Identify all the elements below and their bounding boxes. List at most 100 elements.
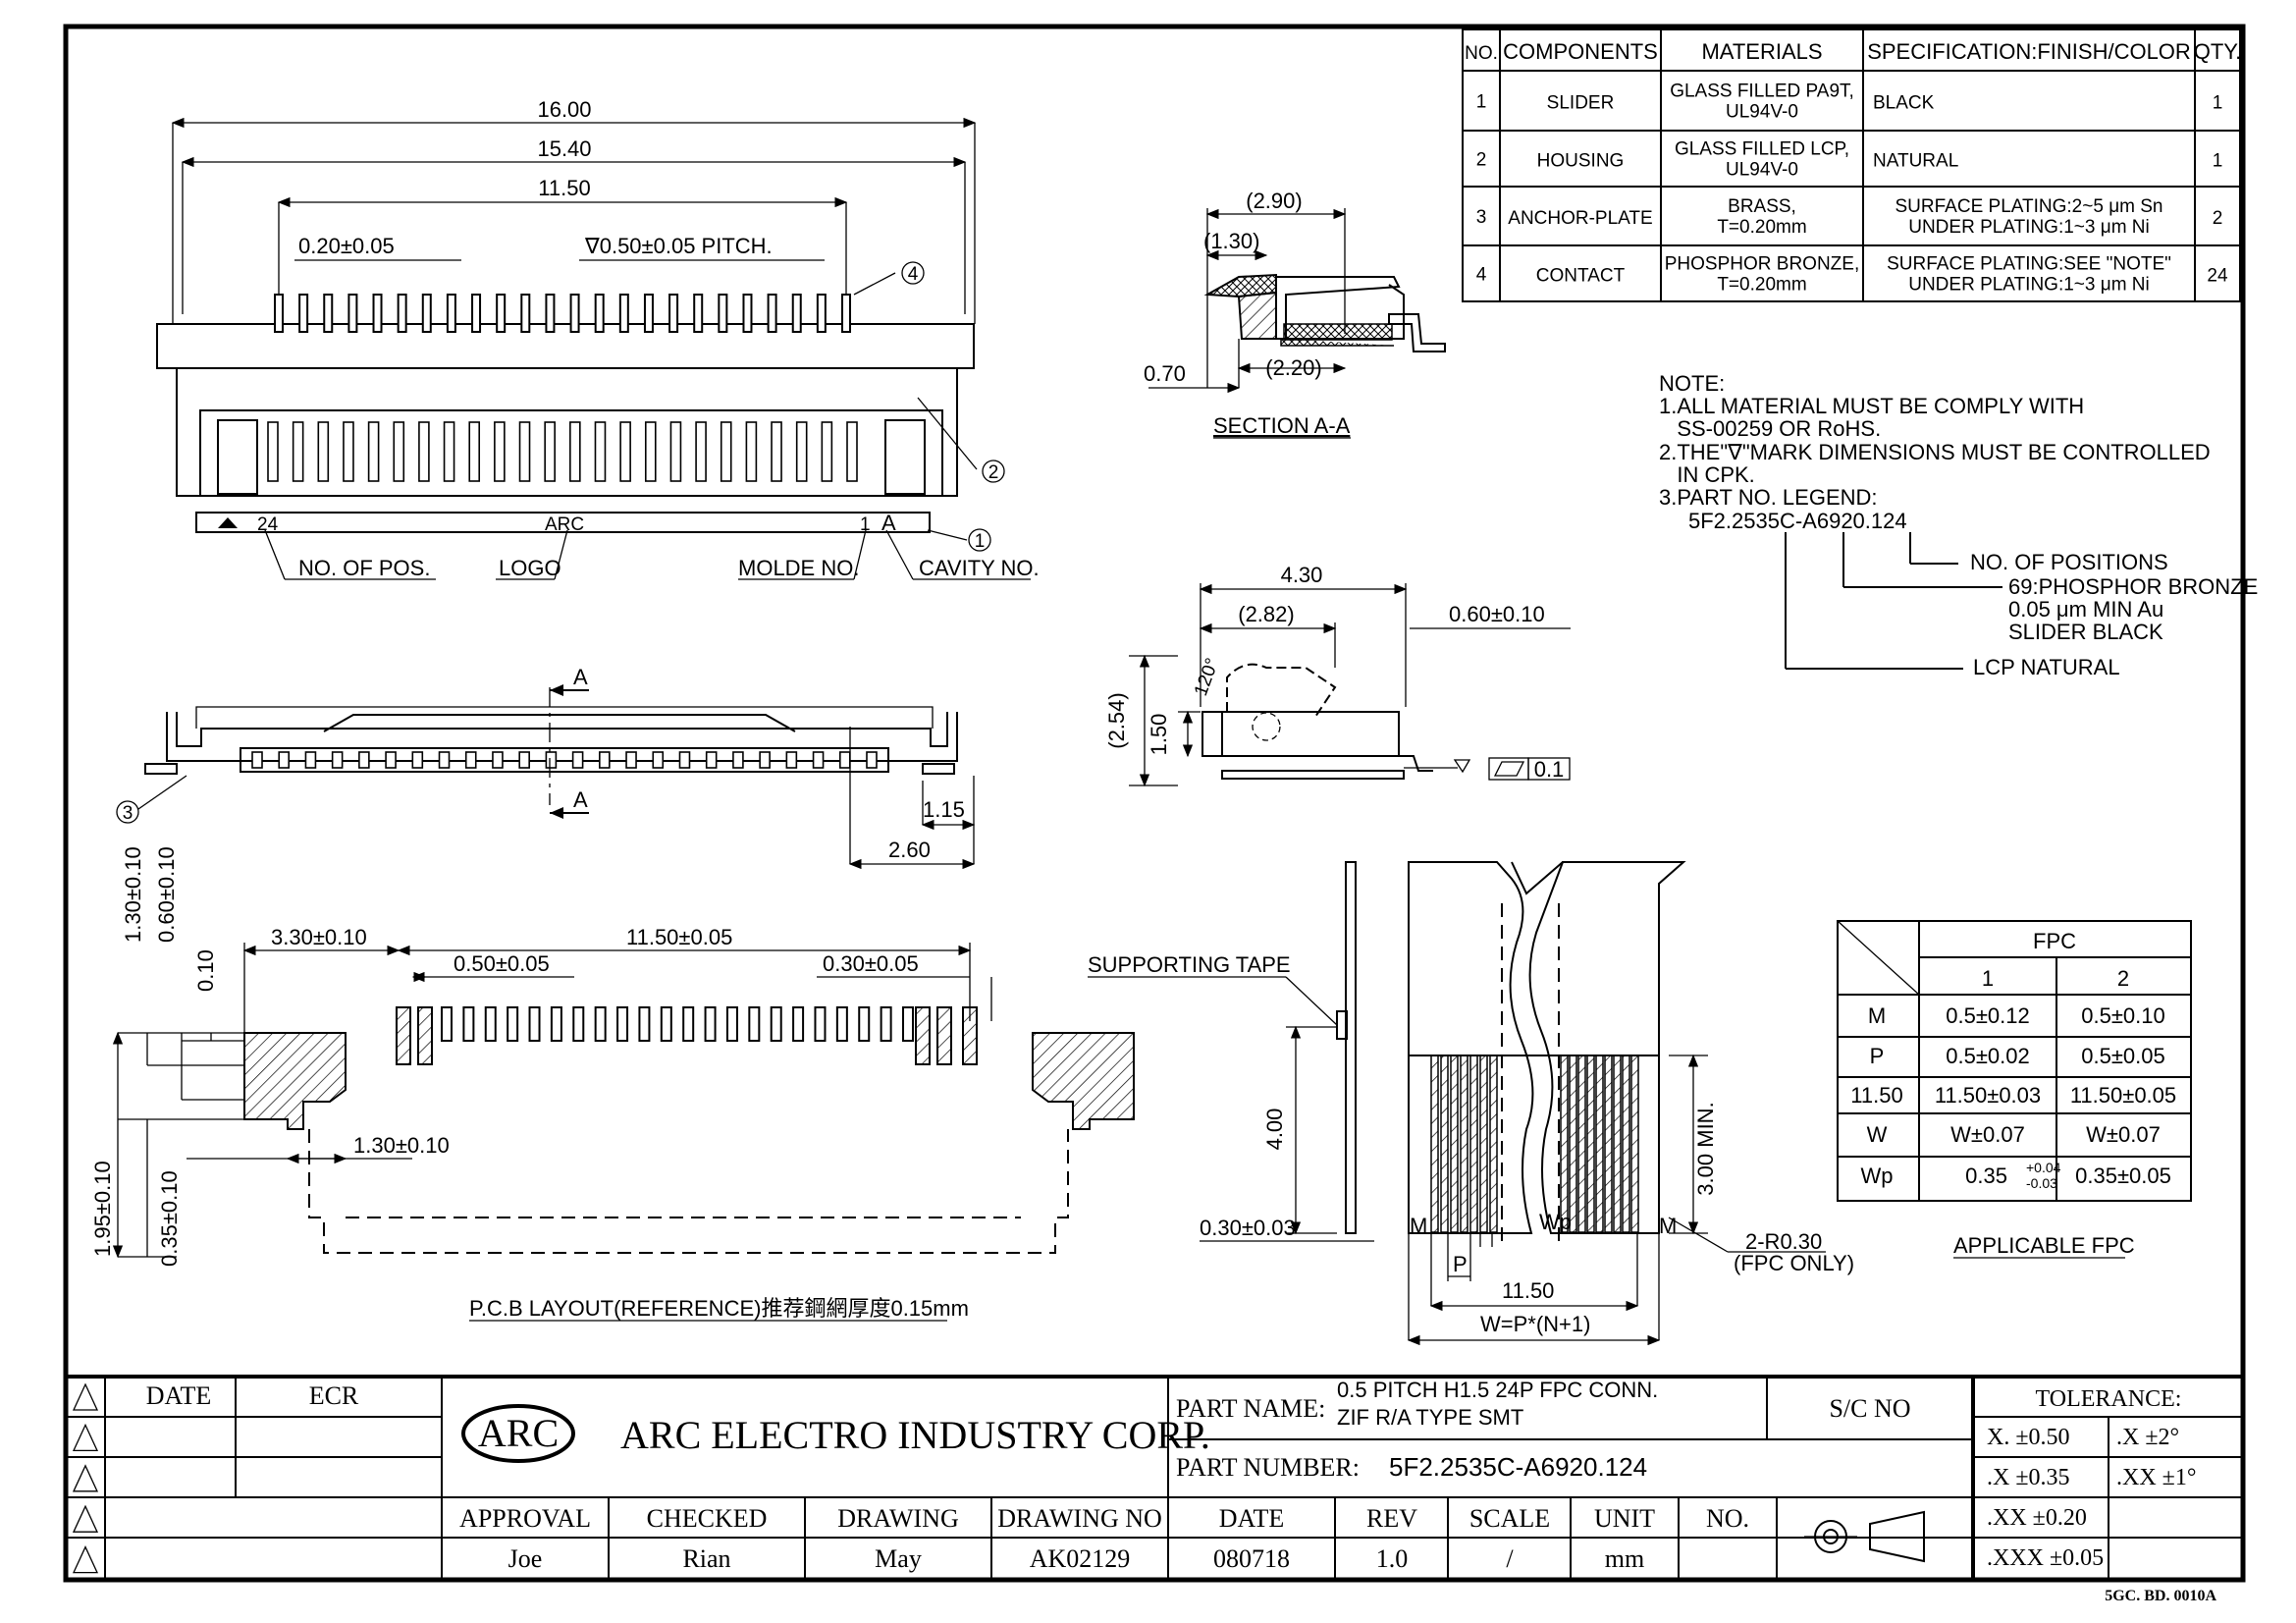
front-contact <box>251 751 263 769</box>
revision-triangle-icon <box>72 1423 99 1452</box>
pcb-pad <box>748 1006 761 1042</box>
contact-pin <box>693 294 704 333</box>
section-mark-bottom: A <box>573 787 588 812</box>
fpc-finger <box>1440 1055 1449 1233</box>
housing-teeth <box>267 421 858 482</box>
front-contact <box>464 751 477 769</box>
bom-cell-spec: SURFACE PLATING:SEE "NOTE" <box>1887 254 2171 275</box>
contact-pin <box>496 294 507 333</box>
front-contact <box>411 751 424 769</box>
dim-0-35-v: 0.35±0.10 <box>157 1170 182 1267</box>
fpc-finger <box>1489 1055 1498 1233</box>
dim-0-20: 0.20±0.05 <box>298 234 395 258</box>
housing-slot <box>720 421 732 482</box>
part-number-label: PART NUMBER: <box>1176 1453 1360 1482</box>
bom-cell-no: 4 <box>1476 265 1487 286</box>
bom-header-no: NO. <box>1465 43 1498 64</box>
dim-1-50: 1.50 <box>1147 714 1171 756</box>
dim-11-50-fpc: 11.50 <box>1502 1278 1554 1303</box>
front-contact <box>838 751 851 769</box>
pcb-pad <box>880 1006 892 1042</box>
fpc-finger <box>1560 1055 1569 1233</box>
dim-16: 16.00 <box>537 97 591 122</box>
pcb-pad <box>660 1006 672 1042</box>
dim-2-60: 2.60 <box>888 838 931 862</box>
housing-slot <box>569 421 581 482</box>
contact-pin <box>323 294 334 333</box>
front-contact <box>652 751 665 769</box>
pcb-pad <box>814 1006 827 1042</box>
pcb-pad <box>441 1006 453 1042</box>
bom-cell-component: HOUSING <box>1537 151 1625 172</box>
pcb-pads <box>396 1006 978 1065</box>
fpc-row-c2: 0.5±0.10 <box>2081 1003 2164 1028</box>
dim-fpc-only: (FPC ONLY) <box>1734 1251 1854 1275</box>
bom-cell-material: T=0.20mm <box>1717 217 1806 238</box>
fpc-finger <box>1469 1055 1478 1233</box>
contact-pin <box>718 294 728 333</box>
fpc-finger <box>1460 1055 1468 1233</box>
contact-pin <box>372 294 383 333</box>
label-no-of-pos: NO. OF POS. <box>298 556 430 580</box>
section-view: (2.90) (1.30) (2.20) 0.70 SECTION A-A <box>1144 189 1446 439</box>
housing-slot <box>267 421 279 482</box>
bom-cell-spec: BLACK <box>1873 93 1935 114</box>
front-view: A A 3 1.15 2.60 <box>116 665 976 870</box>
section-caption: SECTION A-A <box>1213 413 1351 438</box>
bom-cell-material: PHOSPHOR BRONZE, <box>1665 254 1859 275</box>
balloon-3: 3 <box>123 803 133 824</box>
pcb-pad <box>616 1006 629 1042</box>
revision-triangle-icon <box>72 1382 99 1411</box>
rev-header-ecr: ECR <box>309 1381 359 1410</box>
contact-pin <box>569 294 580 333</box>
front-contact <box>705 751 718 769</box>
fpc-row-c1: 0.5±0.12 <box>1946 1003 2029 1028</box>
bom-cell-spec: UNDER PLATING:1~3 μm Ni <box>1908 275 2150 296</box>
fpc-row-label: W <box>1867 1122 1888 1147</box>
fpc-drawing: SUPPORTING TAPE 4.00 0.30±0.03 3.00 MIN.… <box>1088 861 1854 1346</box>
contact-pin <box>668 294 679 333</box>
dim-m-left: M <box>1410 1214 1427 1238</box>
label-molde-no: MOLDE NO. <box>738 556 859 580</box>
tb-value: May <box>875 1544 922 1573</box>
fpc-table-header: FPC <box>2033 929 2076 953</box>
logo-text: ARC <box>545 514 584 535</box>
legend-positions: NO. OF POSITIONS <box>1970 550 2168 574</box>
pcb-pad <box>594 1006 607 1042</box>
section-mark-top: A <box>573 665 588 689</box>
dim-2-82: (2.82) <box>1238 602 1294 626</box>
fpc-finger <box>1613 1055 1622 1233</box>
dim-3-30: 3.30±0.10 <box>271 925 367 949</box>
front-contact <box>625 751 637 769</box>
notes: NOTE: 1.ALL MATERIAL MUST BE COMPLY WITH… <box>1659 371 2258 679</box>
dim-1-30: (1.30) <box>1203 229 1259 253</box>
contact-pin <box>791 294 802 333</box>
dim-pitch: ∇0.50±0.05 PITCH. <box>584 234 773 258</box>
contact-pin <box>274 294 284 333</box>
revision-triangle-icon <box>72 1464 99 1492</box>
dim-2-54: (2.54) <box>1104 692 1129 748</box>
housing-slot <box>343 421 354 482</box>
pcb-pad <box>572 1006 585 1042</box>
legend-lcp: LCP NATURAL <box>1973 655 2120 679</box>
dim-4-30: 4.30 <box>1281 563 1323 587</box>
fpc-finger <box>1622 1055 1630 1233</box>
tol-1a: X. ±0.50 <box>1987 1425 2070 1450</box>
title-block: DATE ECR ARC ARC ELECTRO INDUSTRY CORP. … <box>66 1375 2243 1604</box>
notes-title: NOTE: <box>1659 371 1725 396</box>
contact-pin <box>841 294 851 333</box>
contact-pin <box>816 294 827 333</box>
balloon-1: 1 <box>975 531 986 552</box>
tol-3a: .XX ±0.20 <box>1987 1505 2087 1531</box>
housing-slot <box>393 421 405 482</box>
tb-value: / <box>1506 1544 1514 1573</box>
housing-slot <box>544 421 556 482</box>
contact-pin <box>397 294 407 333</box>
legend-69-line2: 0.05 μm MIN Au <box>2008 597 2163 622</box>
bom-cell-spec: SURFACE PLATING:2~5 μm Sn <box>1896 196 2163 217</box>
front-pins <box>251 751 878 769</box>
revision-triangle-icon <box>72 1504 99 1533</box>
bom-header-materials: MATERIALS <box>1701 39 1822 64</box>
front-contact <box>678 751 691 769</box>
